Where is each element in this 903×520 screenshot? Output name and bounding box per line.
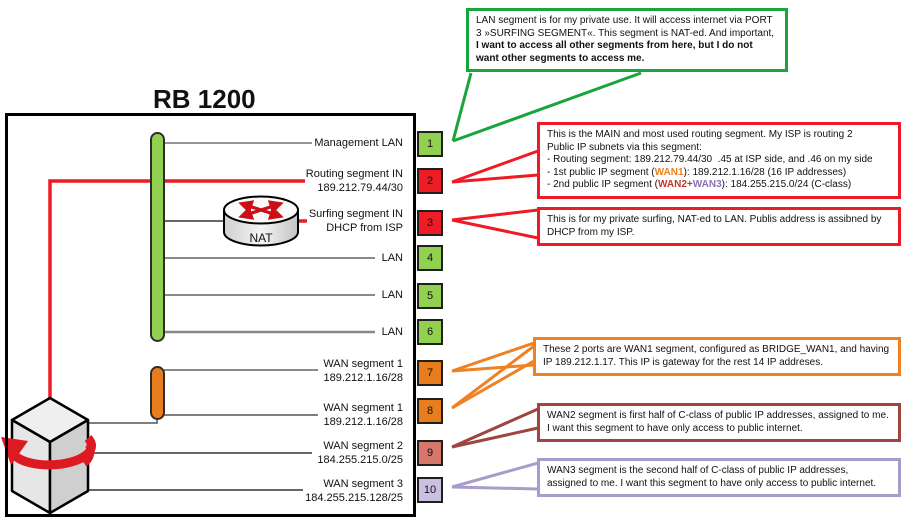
port-10-number: 10	[423, 484, 437, 496]
port-4-number: 4	[426, 252, 434, 264]
port-6-number: 6	[426, 326, 434, 338]
port-3: 3	[417, 210, 443, 236]
wan2-label: WAN2	[658, 179, 687, 190]
lan-callout-tail	[451, 71, 642, 143]
routing-segment-callout: This is the MAIN and most used routing s…	[537, 122, 901, 199]
port-3-number: 3	[426, 217, 434, 229]
surfing-segment-callout: This is for my private surfing, NAT-ed t…	[537, 207, 901, 246]
wan3-label: WAN3	[692, 179, 722, 190]
port-5: 5	[417, 283, 443, 309]
routing-callout-line1: This is the MAIN and most used routing s…	[547, 129, 853, 140]
routing-callout-line2: Public IP subnets via this segment:	[547, 141, 702, 153]
wan1-callout-text: These 2 ports are WAN1 segment, configur…	[543, 344, 890, 368]
routing-callout-line3: - Routing segment: 189.212.79.44/30 .45 …	[547, 154, 873, 165]
port-8-number: 8	[426, 405, 434, 417]
surfing-callout-text: This is for my private surfing, NAT-ed t…	[547, 214, 882, 238]
routing-callout-line5: - 2nd public IP segment (WAN2+WAN3): 184…	[547, 179, 852, 190]
wan1-bridge-bar	[150, 366, 165, 420]
port-5-label: LAN	[381, 289, 403, 301]
lan-backbone-bar	[150, 132, 165, 342]
port-9-number: 9	[426, 447, 434, 459]
port-2: 2	[417, 168, 443, 194]
port-1: 1	[417, 131, 443, 157]
port-9: 9	[417, 440, 443, 466]
wan2-callout-text: WAN2 segment is first half of C-class of…	[547, 410, 889, 434]
port-6-label: LAN	[381, 326, 403, 338]
lan-segment-callout: LAN segment is for my private use. It wi…	[466, 8, 788, 72]
nat-icon-label: NAT	[249, 231, 273, 245]
port-1-number: 1	[426, 138, 434, 150]
port-1-label: Management LAN	[314, 137, 403, 149]
plus-sign: +	[686, 179, 693, 190]
port-4: 4	[417, 245, 443, 271]
wan3-callout-text: WAN3 segment is the second half of C-cla…	[547, 465, 877, 489]
routing-red-line	[48, 179, 305, 399]
routing-callout-tail	[451, 149, 539, 184]
port-6: 6	[417, 319, 443, 345]
port-5-number: 5	[426, 290, 434, 302]
port-4-label: LAN	[381, 252, 403, 264]
surfing-callout-tail	[451, 208, 539, 240]
wan2-segment-callout: WAN2 segment is first half of C-class of…	[537, 403, 901, 442]
wan1-callout-tail	[451, 341, 535, 410]
lan-callout-bold-text: I want to access all other segments from…	[476, 40, 753, 64]
port-10: 10	[417, 477, 443, 503]
device-title: RB 1200	[153, 84, 256, 114]
wan2-callout-tail	[451, 407, 539, 449]
router-box-icon	[10, 396, 90, 515]
port-7-number: 7	[426, 367, 434, 379]
wan3-callout-tail	[451, 461, 539, 491]
port-2-number: 2	[426, 175, 434, 187]
routing-callout-line4: - 1st public IP segment (WAN1): 189.212.…	[547, 166, 847, 178]
wan1-label: WAN1	[654, 166, 684, 178]
lan-callout-text: LAN segment is for my private use. It wi…	[476, 15, 775, 39]
wan3-segment-callout: WAN3 segment is the second half of C-cla…	[537, 458, 901, 497]
port-8: 8	[417, 398, 443, 424]
rb1200-chassis-box	[5, 113, 416, 517]
nat-router-icon	[223, 195, 299, 247]
wan1-segment-callout: These 2 ports are WAN1 segment, configur…	[533, 337, 901, 376]
port-7: 7	[417, 360, 443, 386]
